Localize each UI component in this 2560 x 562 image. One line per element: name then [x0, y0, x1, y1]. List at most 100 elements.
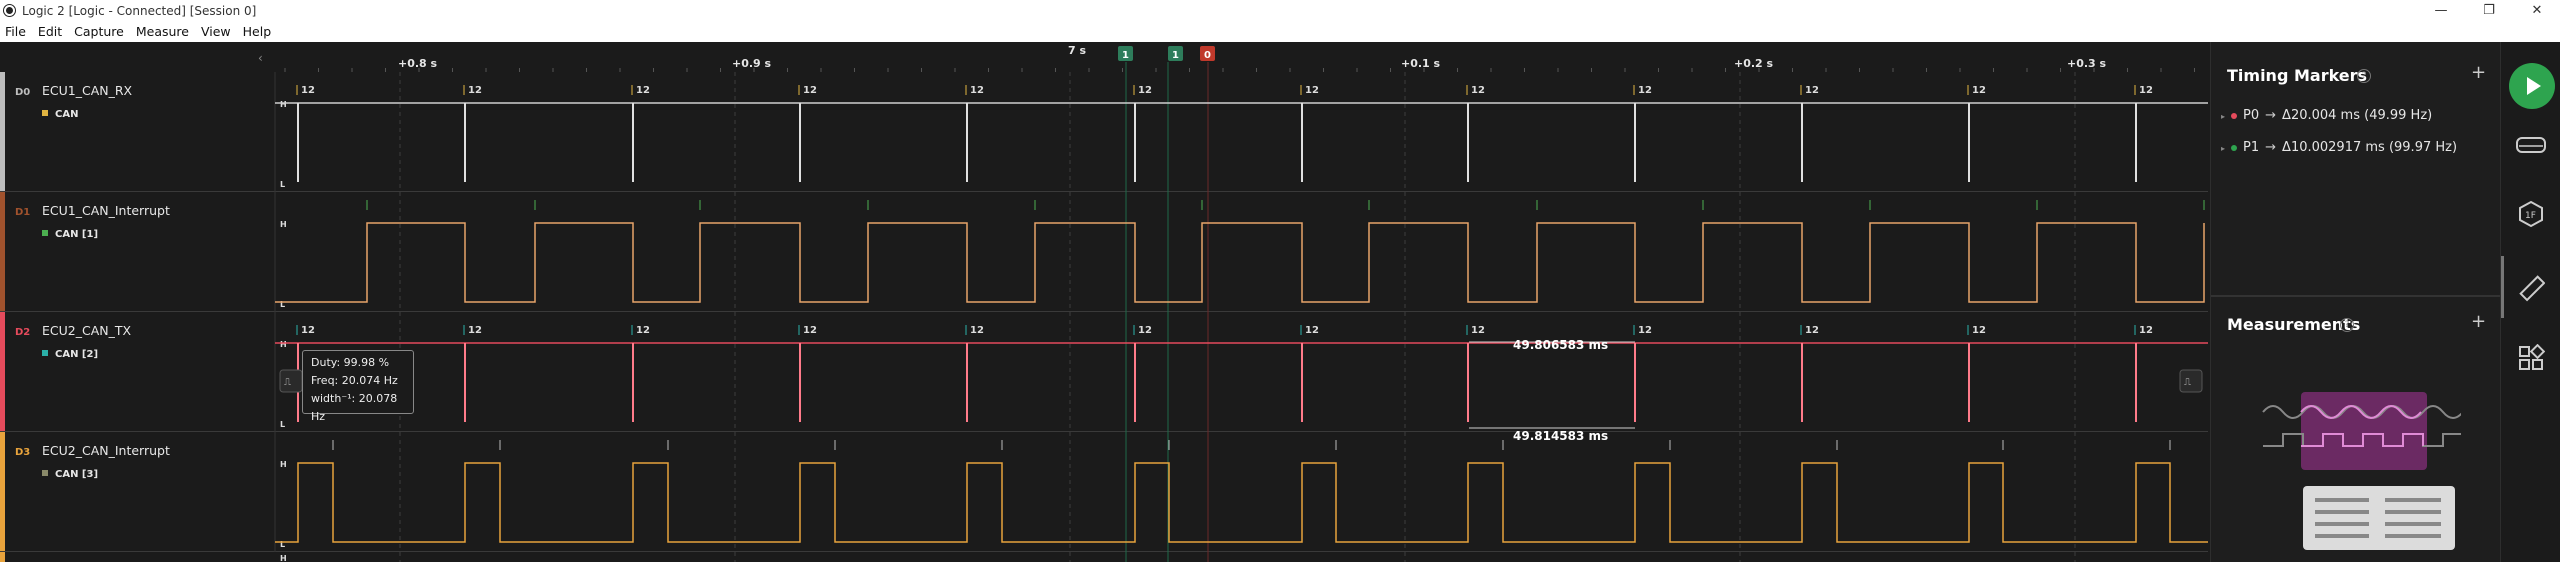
timeline-flag-label: 1 — [1122, 50, 1129, 61]
illustration-line — [2315, 534, 2369, 538]
extensions-icon[interactable] — [2517, 344, 2545, 372]
d0-packet-label: 12 — [1138, 85, 1152, 96]
level-low-label: L — [280, 300, 285, 309]
channel-name[interactable]: ECU2_CAN_TX — [42, 323, 131, 338]
channel-name[interactable]: ECU2_CAN_Interrupt — [42, 443, 170, 458]
timing-help-icon[interactable]: ? — [2357, 69, 2371, 83]
marker-row-p0[interactable]: ▸P0→Δ20.004 ms (49.99 Hz) — [2221, 108, 2432, 123]
d2-right-measure-glyph: ⎍ — [2184, 377, 2191, 388]
minimize-button[interactable]: — — [2434, 3, 2448, 18]
wave-measurements: 49.806583 ms 49.814583 ms — [1469, 338, 1635, 443]
d0-packet-label: 12 — [1471, 85, 1485, 96]
d2-packet-label: 12 — [1305, 325, 1319, 336]
illustration-line — [2315, 510, 2369, 514]
level-low-label: L — [280, 540, 285, 549]
expand-caret-icon[interactable]: ▸ — [2221, 112, 2226, 121]
time-gridlines — [399, 72, 2076, 562]
marker-value: Δ10.002917 ms (99.97 Hz) — [2282, 140, 2458, 155]
timeline-flag[interactable] — [1118, 46, 1133, 61]
level-high-label: H — [280, 340, 287, 349]
d0-packet-label: 12 — [2139, 85, 2153, 96]
channel-number: D1 — [15, 207, 30, 218]
p0-color-dot — [2231, 112, 2238, 119]
d2-packet-label: 12 — [970, 325, 984, 336]
illustration-sine — [2262, 405, 2461, 419]
illustration-line — [2385, 498, 2441, 502]
measurements-help-icon[interactable]: ? — [2340, 318, 2354, 332]
app-logo-icon — [4, 5, 15, 16]
measurements-empty-illustration — [2262, 392, 2461, 550]
d3-width-measurement: 49.814583 ms — [1513, 429, 1608, 443]
d2-right-measure-icon[interactable] — [2179, 369, 2203, 393]
illustration-line — [2385, 510, 2441, 514]
tooltip-width: width⁻¹: 20.078 Hz — [311, 392, 398, 423]
menu-measure[interactable]: Measure — [135, 24, 189, 39]
analyzer-color-dot — [42, 470, 48, 476]
channel-color-bar — [0, 552, 5, 562]
d0-packet-label: 12 — [468, 85, 482, 96]
close-button[interactable]: ✕ — [2531, 3, 2543, 18]
marker-value: Δ20.004 ms (49.99 Hz) — [2282, 108, 2433, 123]
arrow-right-icon: → — [2265, 108, 2277, 123]
timing-markers-title: Timing Markers — [2227, 66, 2368, 85]
expand-caret-icon[interactable]: ▸ — [2221, 144, 2226, 153]
arrow-right-icon: → — [2265, 140, 2277, 155]
measure-icon[interactable] — [2517, 274, 2545, 302]
analyzer-label[interactable]: CAN [3] — [55, 469, 98, 480]
d2-packet-label: 12 — [1638, 325, 1652, 336]
analyzer-label[interactable]: CAN [2] — [55, 349, 98, 360]
p1-color-dot — [2231, 144, 2238, 151]
ruler-labels: +0.8 s+0.9 s+0.1 s+0.2 s+0.3 s — [398, 57, 2107, 70]
illustration-sine-highlight — [2300, 405, 2422, 419]
title-bar: Logic 2 [Logic - Connected] [Session 0] … — [0, 0, 2560, 22]
menu-help[interactable]: Help — [242, 24, 272, 39]
analyzer-color-dot — [42, 350, 48, 356]
illustration-line — [2385, 522, 2441, 526]
d2-packet-label: 12 — [636, 325, 650, 336]
svg-text:1F: 1F — [2525, 211, 2536, 221]
menu-view[interactable]: View — [200, 24, 231, 39]
illustration-line — [2385, 534, 2441, 538]
d0-packet-label: 12 — [803, 85, 817, 96]
marker-row-p1[interactable]: ▸P1→Δ10.002917 ms (99.97 Hz) — [2221, 140, 2457, 155]
channel-number: D2 — [15, 327, 30, 338]
d0-packet-label: 12 — [636, 85, 650, 96]
analyzer-color-dot — [42, 110, 48, 116]
ruler-time-label: +0.1 s — [1401, 57, 1441, 70]
d0-packet-label: 12 — [301, 85, 315, 96]
analyzer-label[interactable]: CAN [1] — [55, 229, 98, 240]
add-marker-button[interactable]: + — [2471, 62, 2487, 83]
menu-edit[interactable]: Edit — [37, 24, 63, 39]
device-icon[interactable] — [2515, 134, 2547, 158]
marker-lines — [1125, 62, 1209, 562]
start-capture-button[interactable] — [2509, 63, 2555, 109]
channel-name[interactable]: ECU1_CAN_RX — [42, 83, 133, 98]
collapse-chevron-icon[interactable]: ‹ — [258, 51, 263, 65]
ruler-ticks — [284, 68, 2195, 72]
channel-name[interactable]: ECU1_CAN_Interrupt — [42, 203, 170, 218]
d1-square-wave — [275, 222, 2205, 303]
menu-file[interactable]: File — [5, 24, 26, 39]
d2-packet-label: 12 — [1972, 325, 1986, 336]
level-low-label: L — [280, 420, 285, 429]
timeline-flag[interactable] — [1200, 46, 1215, 61]
analyzer-icon[interactable]: 1F — [2517, 200, 2545, 228]
timeline-ruler[interactable] — [0, 42, 2210, 72]
illustration-table — [2303, 486, 2455, 550]
restore-button[interactable]: ❐ — [2483, 3, 2495, 18]
window-title: Logic 2 [Logic - Connected] [Session 0] — [22, 4, 257, 18]
ruler-time-label: +0.8 s — [398, 57, 438, 70]
d2-packet-label: 12 — [1138, 325, 1152, 336]
tooltip-freq: Freq: 20.074 Hz — [311, 374, 398, 387]
menu-capture[interactable]: Capture — [74, 24, 124, 39]
add-measurement-button[interactable]: + — [2471, 311, 2487, 332]
d2-packet-label: 12 — [301, 325, 315, 336]
d2-packet-label: 12 — [468, 325, 482, 336]
ruler-time-label: +0.9 s — [732, 57, 772, 70]
timeline-flag[interactable] — [1168, 46, 1183, 61]
analyzer-label[interactable]: CAN — [55, 109, 78, 120]
panel-divider — [2211, 295, 2501, 297]
